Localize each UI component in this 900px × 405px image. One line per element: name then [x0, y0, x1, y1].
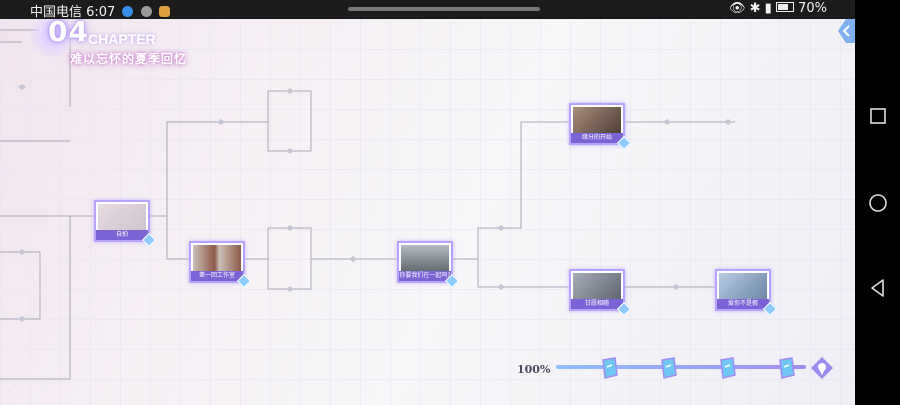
- home-icon[interactable]: [865, 190, 891, 216]
- carrier-time: 中国电信 6:07: [30, 5, 116, 20]
- battery-percent: 70%: [798, 1, 827, 16]
- notification-handle[interactable]: [348, 7, 540, 11]
- node-photo: [193, 245, 241, 271]
- location-pin-icon[interactable]: [810, 356, 834, 380]
- eye-icon: 👁: [728, 1, 746, 16]
- android-nav-bar: [855, 0, 900, 405]
- status-right: 👁 ✱ ▮ 70%: [729, 1, 827, 16]
- bluetooth-icon: ✱: [749, 1, 761, 16]
- ticket-reward-icon[interactable]: [777, 357, 795, 379]
- decor-dots: · · ·: [14, 381, 47, 390]
- progress-percent: 100%: [517, 363, 551, 376]
- progress-fill: [556, 365, 806, 369]
- collapse-arrow-icon[interactable]: [838, 19, 855, 43]
- app-notification-icon-2: [140, 6, 152, 17]
- progress-bar: [556, 365, 806, 369]
- signal-icon: ▮: [764, 1, 772, 16]
- node-label: 自拍: [96, 230, 148, 240]
- story-node-studio[interactable]: 第一回工作室: [189, 241, 252, 289]
- battery-icon: [775, 2, 794, 12]
- chapter-map: 04 CHAPTER 难以忘怀的夏季回忆 自拍 第一回工作室 你要我们在一起吗?…: [0, 19, 855, 405]
- back-icon[interactable]: [865, 275, 891, 301]
- app-notification-icon: [122, 6, 134, 17]
- app-notification-icon-3: [158, 6, 170, 17]
- status-left: 中国电信 6:07: [30, 1, 170, 20]
- node-label: 甘愿相随: [571, 299, 623, 309]
- story-path-lines: [0, 29, 735, 380]
- status-bar: 中国电信 6:07 👁 ✱ ▮ 70%: [0, 0, 855, 20]
- story-node-together[interactable]: 你要我们在一起吗?: [397, 241, 460, 289]
- ticket-reward-icon[interactable]: [718, 357, 736, 379]
- story-node-fate-begins[interactable]: 缘分的开始: [569, 103, 632, 151]
- chapter-number: 04: [48, 19, 89, 48]
- ticket-reward-icon[interactable]: [659, 357, 677, 379]
- node-photo: [98, 204, 146, 230]
- node-label: 爱你不是假: [717, 299, 769, 309]
- chapter-label: CHAPTER: [88, 31, 156, 47]
- chapter-emblem: [28, 19, 78, 57]
- node-label: 第一回工作室: [191, 271, 243, 281]
- node-label: 缘分的开始: [571, 133, 623, 143]
- story-node-follow[interactable]: 甘愿相随: [569, 269, 632, 317]
- node-photo: [573, 107, 621, 133]
- story-node-selfie[interactable]: 自拍: [94, 200, 157, 248]
- node-photo: [573, 273, 621, 299]
- story-node-love-true[interactable]: 爱你不是假: [715, 269, 778, 317]
- chapter-title: 难以忘怀的夏季回忆: [70, 52, 188, 66]
- node-photo: [401, 245, 449, 271]
- recent-apps-icon[interactable]: [865, 103, 891, 129]
- node-label: 你要我们在一起吗?: [399, 271, 451, 281]
- ticket-reward-icon[interactable]: [600, 357, 618, 379]
- node-photo: [719, 273, 767, 299]
